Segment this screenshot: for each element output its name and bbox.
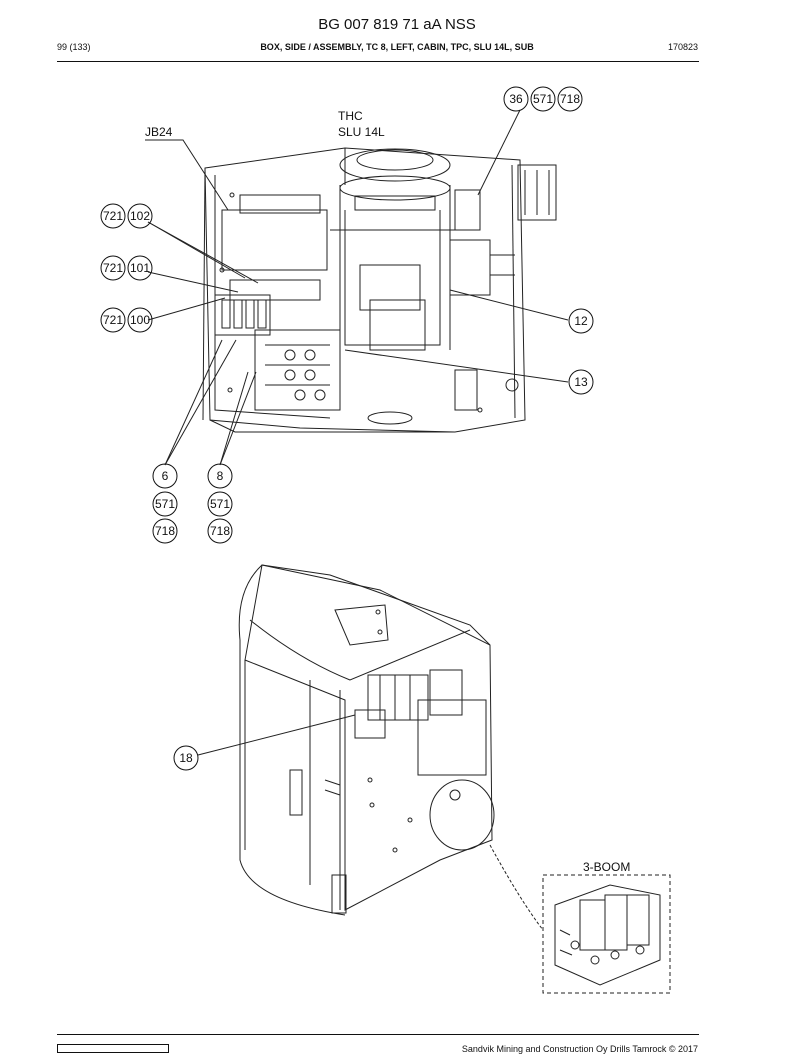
document-subtitle: BOX, SIDE / ASSEMBLY, TC 8, LEFT, CABIN,… [260,42,534,52]
callout-100: 100 [130,313,150,327]
callout-571-right: 571 [210,497,230,511]
three-boom-detail [542,874,671,994]
callout-bubbles [100,86,594,771]
callout-6: 6 [162,469,169,483]
callout-721-a: 721 [103,209,123,223]
callout-102: 102 [130,209,150,223]
header-rule [57,61,699,62]
callout-721-b: 721 [103,261,123,275]
sandvik-logo-icon [57,1044,169,1053]
callout-718-right: 718 [210,524,230,538]
label-thc: THC [338,109,363,123]
label-jb24: JB24 [145,125,173,139]
callout-718-top: 718 [560,92,580,106]
callout-8: 8 [217,469,224,483]
lower-leader-lines [197,714,544,931]
upper-box-assembly [202,147,557,433]
footer-company: Sandvik Mining and Construction Oy Drill… [461,1044,698,1054]
label-slu: SLU 14L [338,125,385,139]
label-3-boom: 3-BOOM [583,860,630,874]
callout-13: 13 [574,375,588,389]
upper-leader-lines [145,109,569,466]
page-number: 99 (133) [57,42,91,52]
lower-box-assembly [238,564,495,916]
callout-18: 18 [179,751,193,765]
footer-rule [57,1034,699,1035]
document-date: 170823 [667,42,698,52]
callout-571-top: 571 [533,92,553,106]
callout-721-c: 721 [103,313,123,327]
callout-12: 12 [574,314,588,328]
callout-571-left: 571 [155,497,175,511]
document-title: BG 007 819 71 aA NSS [318,16,476,33]
callout-36: 36 [509,92,523,106]
callout-101: 101 [130,261,150,275]
callout-718-left: 718 [155,524,175,538]
